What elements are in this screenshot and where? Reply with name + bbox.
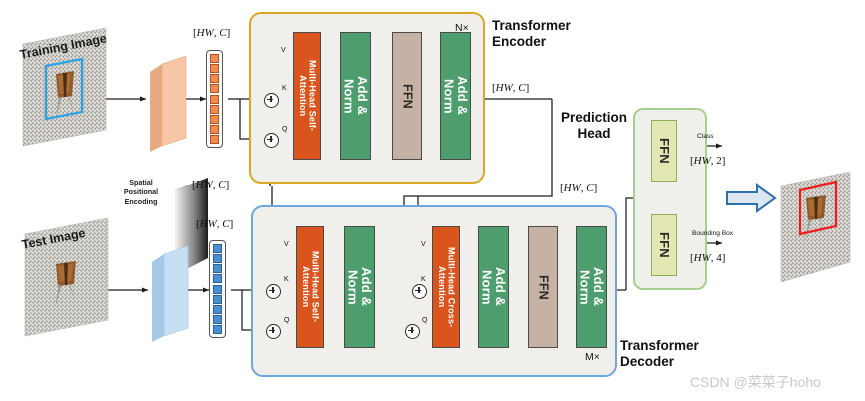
decoder-addnorm-block-3: Add & Norm [576, 226, 607, 348]
token [210, 135, 219, 144]
decoder-self-port-v: V [284, 241, 289, 248]
result-arrow [726, 183, 777, 213]
decoder-block-label-4: FFN [536, 274, 551, 300]
encoder-key-adder [264, 92, 279, 108]
train-backbone-slab [150, 55, 187, 152]
token [213, 304, 222, 314]
encoder-addnorm-block-2: Add & Norm [440, 32, 471, 160]
decoder-repeat-count: M× [585, 351, 600, 363]
encoder-block-label-1: Add & Norm [341, 76, 371, 116]
token [210, 64, 219, 74]
prediction-head-block-label-0: FFN [656, 138, 672, 164]
decoder-cross-query-adder [405, 323, 420, 339]
decoder-block-label-5: Add & Norm [577, 267, 607, 307]
test-backbone-slab [152, 245, 189, 342]
encoder-self-attention-block: Multi-Head Self- Attention [293, 32, 321, 160]
token [210, 124, 219, 134]
shape-pos-enc: [HW, C] [192, 179, 230, 191]
token [213, 264, 222, 274]
encoder-ffn-block: FFN [392, 32, 422, 160]
decoder-block-label-1: Add & Norm [345, 267, 375, 307]
decoder-self-port-q: Q [284, 317, 290, 324]
token [210, 54, 219, 63]
training-image [22, 27, 107, 147]
decoder-addnorm-block-1: Add & Norm [344, 226, 375, 348]
decoder-self-key-adder [266, 283, 281, 299]
prediction-head-block-label-1: FFN [656, 232, 672, 258]
token [210, 94, 219, 104]
decoder-block-label-2: Multi-Head Cross- Attention [437, 246, 457, 328]
bbox-output-label: Bounding Box [692, 230, 734, 237]
spatial-positional-encoding-label: Spatial Positional Encoding [123, 178, 159, 206]
encoder-port-v: V [281, 47, 286, 54]
decoder-cross-port-k: K [421, 276, 426, 283]
encoder-repeat-count: N× [455, 22, 469, 34]
decoder-self-attention-block: Multi-Head Self- Attention [296, 226, 324, 348]
prediction-head-ffn-bbox: FFN [651, 214, 677, 276]
class-output-label: Class [697, 133, 714, 140]
decoder-block-label-3: Add & Norm [479, 267, 509, 307]
test-token-column [209, 240, 226, 338]
decoder-cross-attention-block: Multi-Head Cross- Attention [432, 226, 460, 348]
encoder-port-q: Q [282, 126, 288, 133]
decoder-self-query-adder [266, 323, 281, 339]
transformer-decoder-title: Transformer Decoder [620, 338, 699, 369]
shape-encoder-out: [HW, C] [492, 82, 530, 94]
token [213, 294, 222, 304]
decoder-cross-key-adder [412, 283, 427, 299]
token [213, 314, 222, 324]
shape-decoder-out: [HW, C] [560, 182, 598, 194]
watermark: CSDN @菜菜子hoho [690, 374, 821, 390]
decoder-ffn-block: FFN [528, 226, 558, 348]
shape-test-tokens: [HW, C] [196, 218, 234, 230]
encoder-port-k: K [282, 85, 287, 92]
prediction-head-title: Prediction Head [560, 110, 627, 141]
encoder-query-adder [264, 132, 279, 148]
encoder-block-label-3: Add & Norm [441, 76, 471, 116]
decoder-cross-port-q: Q [422, 317, 428, 324]
encoder-block-label-2: FFN [400, 83, 415, 109]
train-token-column [206, 50, 223, 148]
decoder-self-port-k: K [284, 276, 289, 283]
result-image [780, 171, 851, 283]
shape-class-out: [HW, 2] [690, 155, 726, 167]
decoder-block-label-0: Multi-Head Self- Attention [301, 251, 321, 323]
token [210, 114, 219, 124]
encoder-block-label-0: Multi-Head Self- Attention [298, 60, 318, 132]
token [210, 104, 219, 114]
shape-train-tokens: [HW, C] [193, 27, 231, 39]
token [213, 284, 222, 294]
test-image [24, 217, 109, 337]
token [210, 74, 219, 84]
decoder-cross-port-v: V [421, 241, 426, 248]
token [213, 244, 222, 253]
token [210, 84, 219, 94]
prediction-head-ffn-class: FFN [651, 120, 677, 182]
encoder-addnorm-block-1: Add & Norm [340, 32, 371, 160]
token [213, 274, 222, 284]
token [213, 325, 222, 334]
decoder-addnorm-block-2: Add & Norm [478, 226, 509, 348]
transformer-encoder-title: Transformer Encoder [492, 18, 571, 49]
token [213, 254, 222, 264]
shape-bbox-out: [HW, 4] [690, 252, 726, 264]
